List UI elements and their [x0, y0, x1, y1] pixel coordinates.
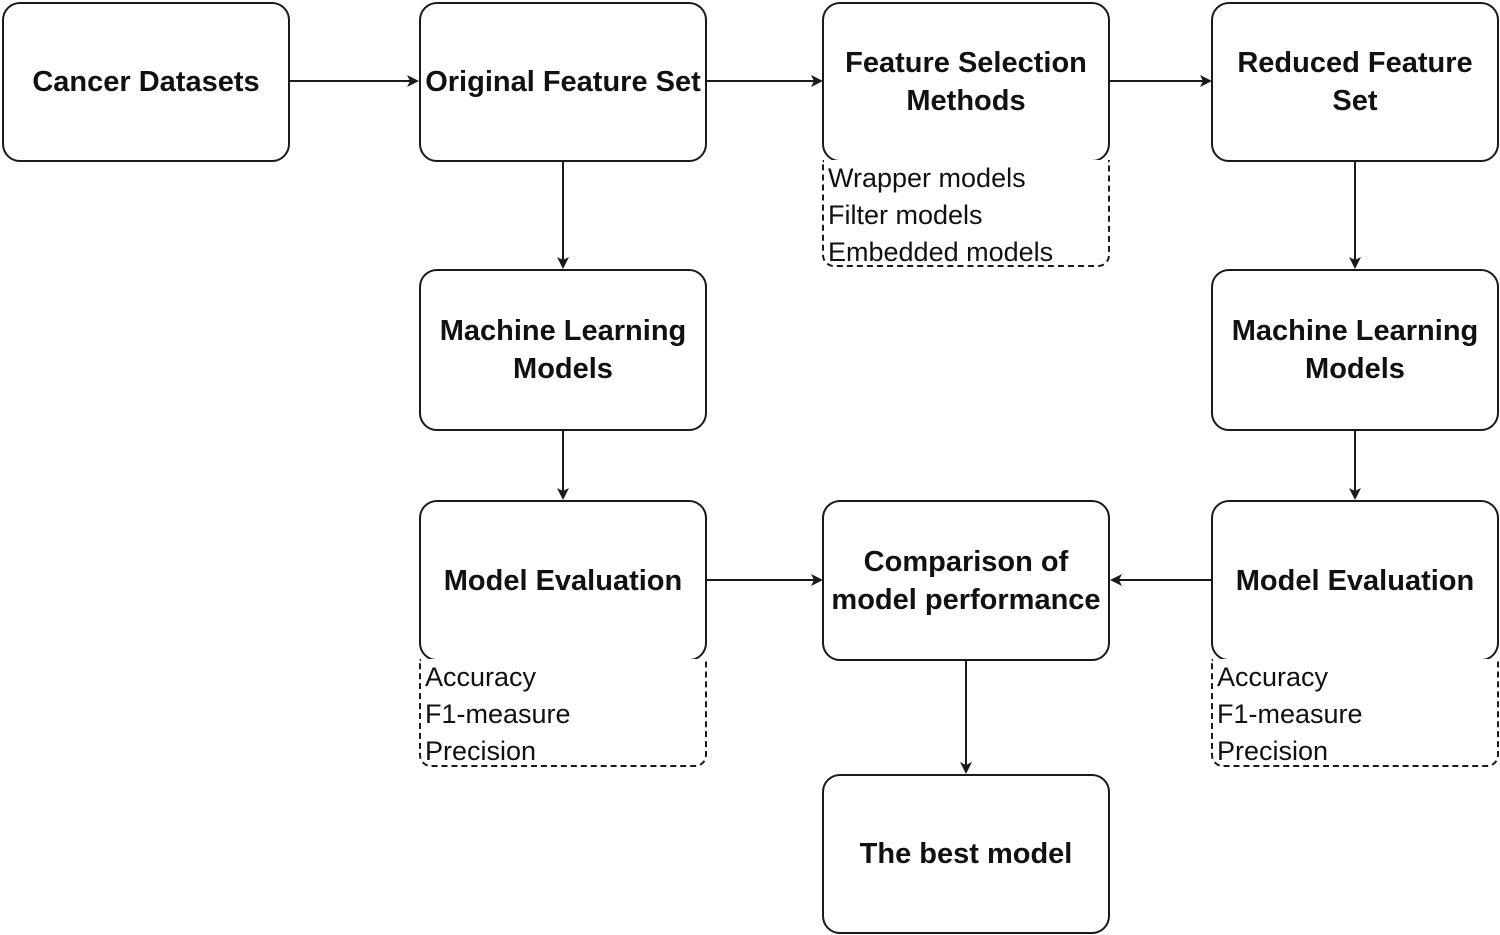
- note-metrics-left: Accuracy F1-measure Precision: [419, 659, 707, 767]
- note-item: Accuracy: [425, 662, 537, 692]
- node-reduced-feature-set: Reduced Feature Set: [1211, 2, 1499, 162]
- node-ml-models-left: Machine Learning Models: [419, 269, 707, 431]
- node-label: Comparison of model performance: [831, 545, 1101, 616]
- node-label: Model Evaluation: [443, 564, 683, 597]
- node-feature-selection-methods: Feature Selection Methods: [822, 2, 1110, 162]
- note-item: Wrapper models: [828, 163, 1026, 193]
- node-best-model: The best model: [822, 774, 1110, 934]
- node-label: Machine Learning Models: [1231, 315, 1479, 385]
- note-item: Precision: [1217, 736, 1329, 766]
- node-label: Feature Selection Methods: [845, 47, 1087, 117]
- node-original-feature-set: Original Feature Set: [419, 2, 707, 162]
- note-feature-selection: Wrapper models Filter models Embedded mo…: [822, 160, 1110, 267]
- note-item: Accuracy: [1217, 662, 1329, 692]
- node-comparison: Comparison of model performance: [822, 500, 1110, 661]
- note-item: F1-measure: [425, 699, 571, 729]
- note-item: Filter models: [828, 200, 983, 230]
- node-model-evaluation-left: Model Evaluation: [419, 500, 707, 661]
- node-label: Cancer Datasets: [32, 66, 260, 98]
- note-item: Precision: [425, 736, 537, 766]
- node-label: Reduced Feature Set: [1237, 47, 1473, 117]
- note-item: Embedded models: [828, 237, 1054, 267]
- node-model-evaluation-right: Model Evaluation: [1211, 500, 1499, 661]
- note-metrics-right: Accuracy F1-measure Precision: [1211, 659, 1499, 767]
- node-ml-models-right: Machine Learning Models: [1211, 269, 1499, 431]
- node-cancer-datasets: Cancer Datasets: [2, 2, 290, 162]
- node-label: Machine Learning Models: [439, 315, 687, 385]
- node-label: Original Feature Set: [425, 66, 701, 98]
- note-item: F1-measure: [1217, 699, 1363, 729]
- node-label: Model Evaluation: [1235, 564, 1475, 597]
- node-label: The best model: [859, 838, 1073, 870]
